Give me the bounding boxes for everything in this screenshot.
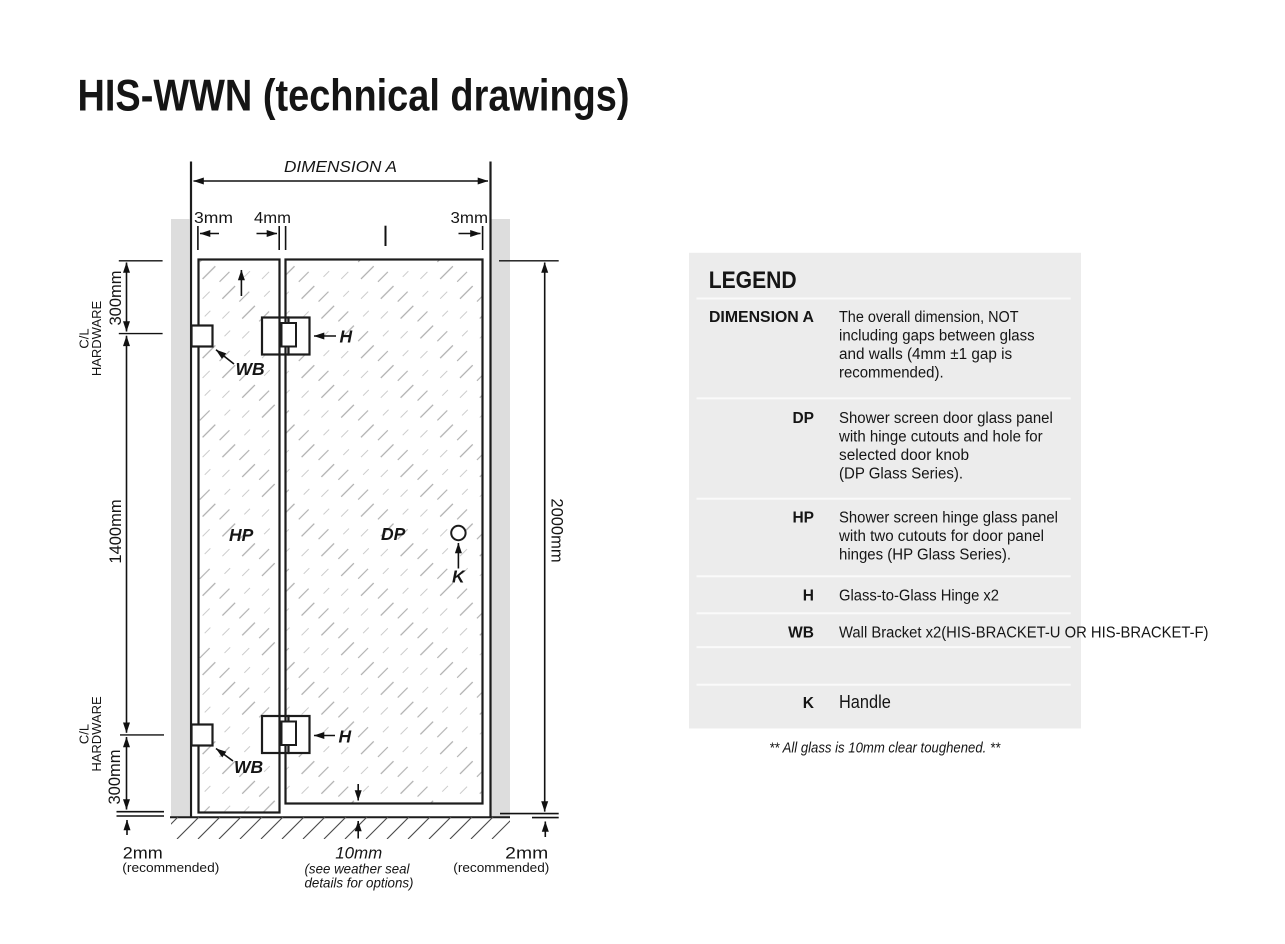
svg-text:DIMENSION A: DIMENSION A — [709, 309, 814, 326]
svg-text:Glass-to-Glass Hinge x2: Glass-to-Glass Hinge x2 — [839, 588, 999, 605]
svg-text:H: H — [803, 588, 814, 605]
svg-text:HARDWARE: HARDWARE — [89, 300, 104, 376]
svg-text:300mm: 300mm — [106, 749, 124, 804]
svg-text:Shower screen door glass panel: Shower screen door glass panel — [839, 410, 1053, 427]
svg-text:4mm: 4mm — [254, 210, 291, 227]
svg-text:(DP Glass Series).: (DP Glass Series). — [839, 466, 963, 483]
svg-text:WB: WB — [236, 359, 265, 379]
svg-text:(recommended): (recommended) — [453, 860, 549, 875]
svg-text:WB: WB — [234, 757, 263, 777]
svg-text:and walls (4mm ±1 gap is: and walls (4mm ±1 gap is — [839, 346, 1012, 363]
svg-text:LEGEND: LEGEND — [709, 267, 797, 294]
svg-text:DP: DP — [792, 410, 814, 427]
svg-text:(see weather seal: (see weather seal — [305, 860, 411, 876]
svg-text:selected door knob: selected door knob — [839, 447, 969, 464]
svg-text:2mm: 2mm — [505, 844, 548, 863]
svg-text:2mm: 2mm — [123, 844, 163, 863]
svg-text:WB: WB — [788, 625, 814, 642]
svg-text:3mm: 3mm — [194, 210, 233, 227]
svg-text:HP: HP — [792, 510, 814, 527]
svg-text:HARDWARE: HARDWARE — [89, 696, 104, 772]
svg-text:K: K — [803, 695, 815, 712]
svg-text:10mm: 10mm — [335, 844, 382, 863]
svg-text:HP: HP — [229, 525, 254, 545]
svg-text:DIMENSION A: DIMENSION A — [284, 159, 397, 176]
svg-text:H: H — [340, 327, 353, 347]
svg-text:The overall dimension, NOT: The overall dimension, NOT — [839, 309, 1019, 326]
svg-text:Handle: Handle — [839, 692, 891, 712]
svg-text:including gaps between glass: including gaps between glass — [839, 328, 1035, 345]
svg-text:hinges (HP Glass Series).: hinges (HP Glass Series). — [839, 547, 1011, 564]
svg-text:K: K — [452, 567, 466, 587]
svg-text:HIS-WWN (technical drawings): HIS-WWN (technical drawings) — [78, 72, 630, 121]
svg-text:Shower screen hinge glass pane: Shower screen hinge glass panel — [839, 510, 1058, 527]
svg-text:H: H — [339, 727, 352, 747]
svg-text:C/L: C/L — [76, 328, 91, 348]
svg-text:details for options): details for options) — [305, 874, 414, 890]
svg-text:2000mm: 2000mm — [548, 498, 566, 562]
svg-text:Wall Bracket x2(HIS-BRACKET-U: Wall Bracket x2(HIS-BRACKET-U OR HIS-BRA… — [839, 625, 1209, 642]
svg-text:C/L: C/L — [76, 724, 91, 744]
svg-text:300mm: 300mm — [107, 270, 125, 325]
svg-text:** All glass is 10mm clear tou: ** All glass is 10mm clear toughened. ** — [769, 741, 1001, 757]
svg-text:3mm: 3mm — [451, 210, 489, 227]
svg-text:recommended).: recommended). — [839, 365, 944, 382]
svg-text:with hinge cutouts and hole fo: with hinge cutouts and hole for — [838, 429, 1043, 446]
svg-text:(recommended): (recommended) — [122, 860, 219, 875]
svg-text:DP: DP — [381, 524, 406, 544]
svg-text:with two cutouts for door pane: with two cutouts for door panel — [838, 528, 1044, 545]
svg-text:1400mm: 1400mm — [107, 499, 125, 563]
